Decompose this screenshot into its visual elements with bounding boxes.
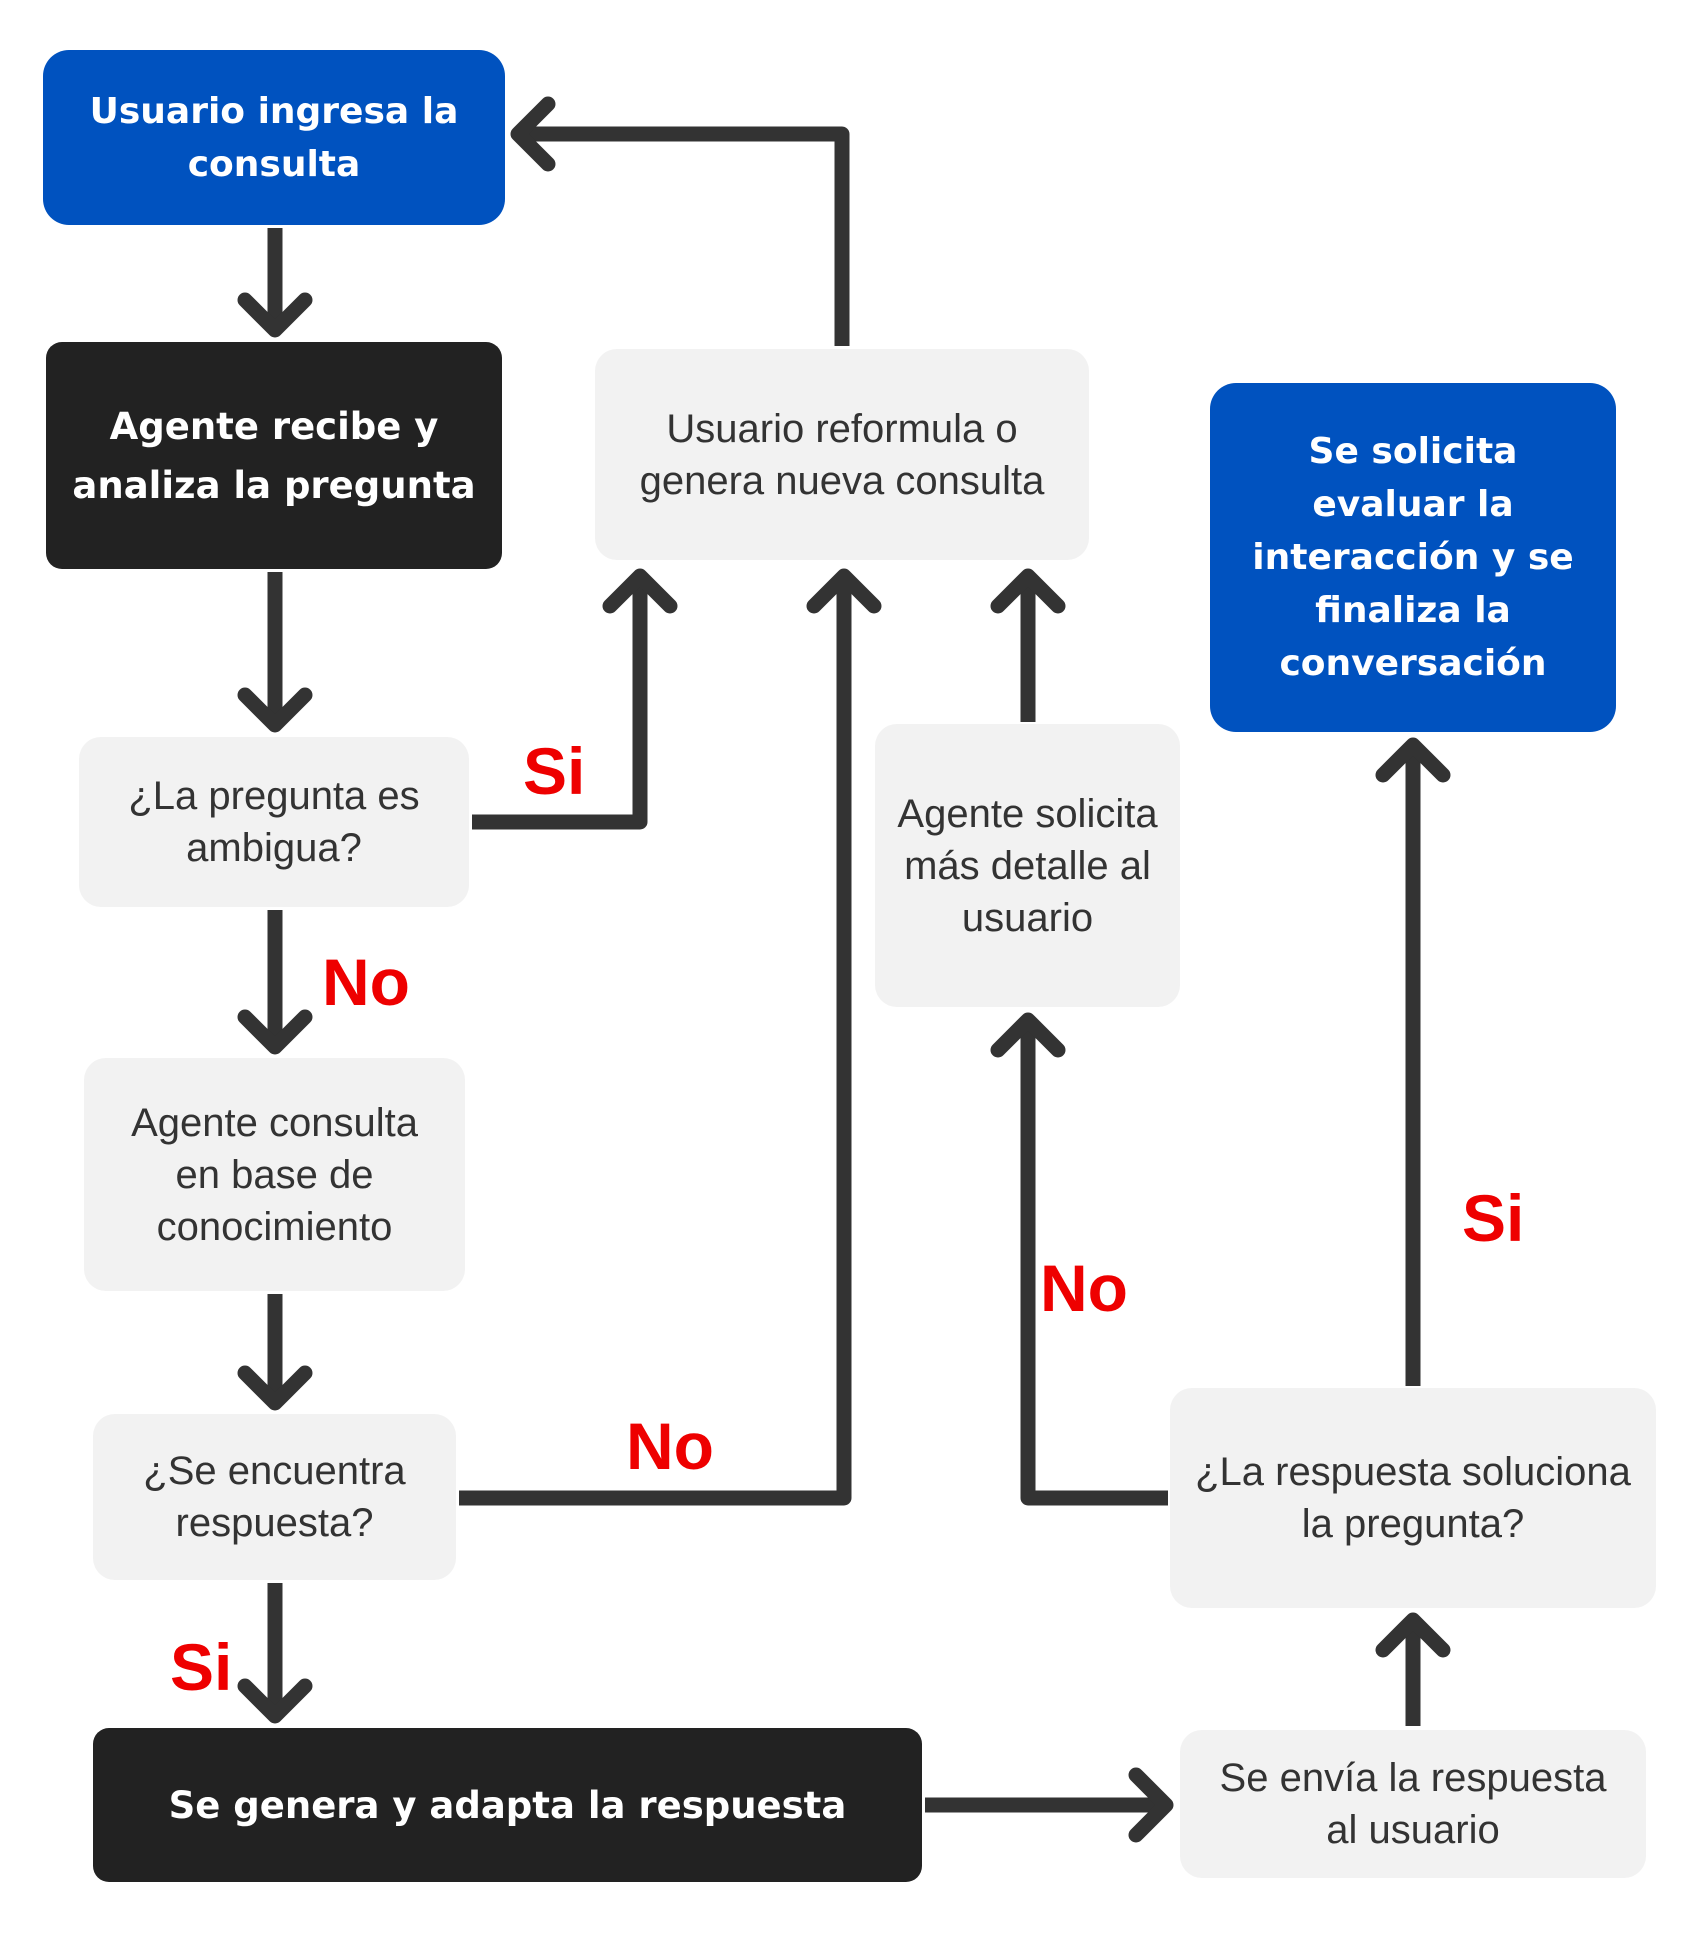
arrow-solves-no-to-more-detail <box>990 1012 1168 1506</box>
arrow-more-detail-to-reformulate-head <box>990 568 1066 614</box>
arrow-found-yes-to-generate <box>237 1583 313 1724</box>
arrow-reformulate-to-start-line <box>518 126 850 346</box>
arrow-found-yes-to-generate-head <box>237 1678 313 1724</box>
arrow-found-no-to-reformulate-head <box>806 568 882 614</box>
arrow-start-to-receive-head <box>237 292 313 338</box>
node-receive: Agente recibe y analiza la pregunta <box>46 342 502 569</box>
arrow-solves-no-to-more-detail-line <box>1020 1020 1168 1506</box>
arrow-send-to-solves-head <box>1375 1612 1451 1658</box>
node-send: Se envía la respuesta al usuario <box>1180 1730 1646 1878</box>
node-start: Usuario ingresa la consulta <box>43 50 505 225</box>
node-ambiguous: ¿La pregunta es ambigua? <box>79 737 469 907</box>
arrow-solves-yes-to-end-head <box>1375 737 1451 783</box>
label-ambiguous-no: No <box>322 945 410 1019</box>
arrow-start-to-receive <box>237 228 313 338</box>
arrow-kb-to-found <box>237 1294 313 1411</box>
node-reformulate: Usuario reformula o genera nueva consult… <box>595 349 1089 560</box>
node-solves: ¿La respuesta soluciona la pregunta? <box>1170 1388 1656 1608</box>
label-ambiguous-yes: Si <box>523 734 586 808</box>
arrow-receive-to-ambiguous-head <box>237 687 313 733</box>
arrow-found-no-to-reformulate <box>459 568 882 1506</box>
arrow-ambiguous-yes-to-reformulate-line <box>472 576 648 830</box>
node-more-detail: Agente solicita más detalle al usuario <box>875 724 1180 1007</box>
node-generate: Se genera y adapta la respuesta <box>93 1728 922 1882</box>
label-solves-no: No <box>1040 1251 1128 1325</box>
arrow-more-detail-to-reformulate <box>990 568 1066 722</box>
arrow-generate-to-send-head <box>1128 1767 1174 1843</box>
arrow-reformulate-to-start <box>510 96 850 346</box>
arrow-solves-yes-to-end <box>1375 737 1451 1386</box>
label-solves-yes: Si <box>1462 1181 1525 1255</box>
node-found: ¿Se encuentra respuesta? <box>93 1414 456 1580</box>
label-found-no: No <box>626 1409 714 1483</box>
label-found-yes: Si <box>170 1630 233 1704</box>
node-knowledge-base: Agente consulta en base de conocimiento <box>84 1058 465 1291</box>
arrow-ambiguous-yes-to-reformulate-head <box>602 568 678 614</box>
arrow-generate-to-send <box>925 1767 1174 1843</box>
arrow-found-no-to-reformulate-line <box>459 576 852 1506</box>
arrow-send-to-solves <box>1375 1612 1451 1726</box>
arrow-ambiguous-no-to-kb-head <box>237 1009 313 1055</box>
arrow-reformulate-to-start-head <box>510 96 556 172</box>
arrow-solves-no-to-more-detail-head <box>990 1012 1066 1058</box>
arrow-kb-to-found-head <box>237 1365 313 1411</box>
arrow-receive-to-ambiguous <box>237 572 313 733</box>
node-end: Se solicita evaluar la interacción y se … <box>1210 383 1616 732</box>
arrow-ambiguous-yes-to-reformulate <box>472 568 678 830</box>
arrow-ambiguous-no-to-kb <box>237 910 313 1055</box>
